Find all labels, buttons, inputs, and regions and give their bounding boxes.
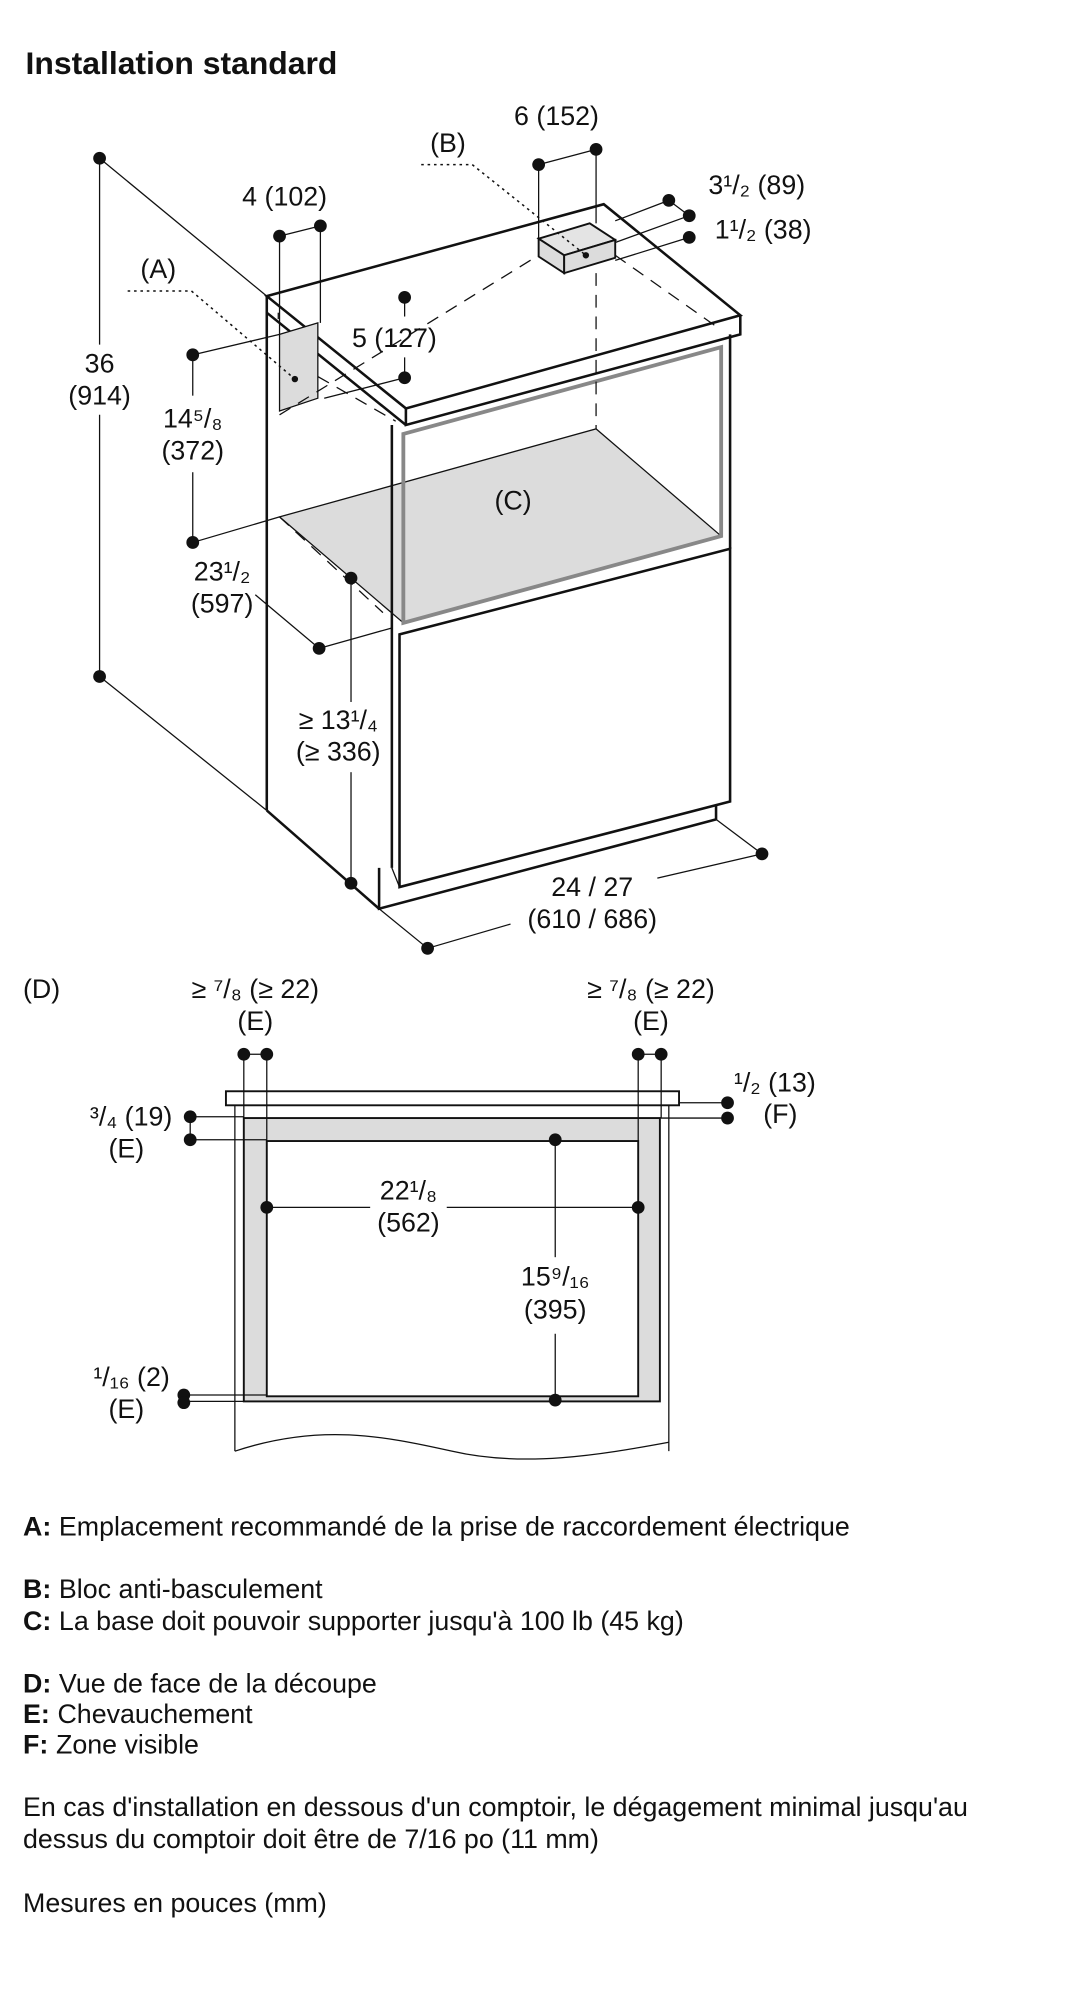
legend-key: D: bbox=[23, 1668, 51, 1698]
dim-a-width: 4 (102) bbox=[242, 181, 327, 211]
dim-depth: 23¹/₂ bbox=[194, 557, 251, 587]
dim-a-offset: 5 (127) bbox=[352, 323, 437, 353]
overlap-right-e: (E) bbox=[633, 1006, 669, 1036]
cutout-dimension-dots bbox=[177, 1047, 734, 1410]
anti-tip-block-b bbox=[536, 222, 618, 275]
drawer-front bbox=[398, 547, 732, 889]
bottom-overlap-e: (E) bbox=[109, 1394, 145, 1424]
dim-b-height: 1¹/₂ (38) bbox=[715, 215, 812, 245]
legend-text: Emplacement recommandé de la prise de ra… bbox=[59, 1511, 850, 1541]
overlap-left-e: (E) bbox=[237, 1006, 273, 1036]
legend-text: Vue de face de la découpe bbox=[59, 1668, 377, 1698]
bottom-overlap: ¹/₁₆ (2) bbox=[93, 1362, 169, 1392]
dim-b-depth: 3¹/₂ (89) bbox=[708, 170, 805, 200]
front-cutout-diagram: (D) ≥ ⁷/₈ (≥ 22) (E) ≥ ⁷/₈ (≥ 22) (E) ¹/… bbox=[23, 974, 816, 1460]
label-b: (B) bbox=[430, 128, 466, 158]
top-overlap: ³/₄ (19) bbox=[90, 1102, 172, 1132]
cutout-opening bbox=[265, 1140, 640, 1398]
legend: A: Emplacement recommandé de la prise de … bbox=[23, 1511, 968, 1918]
inner-height: 15⁹/₁₆ bbox=[521, 1261, 590, 1291]
legend-text: Bloc anti-basculement bbox=[59, 1574, 323, 1604]
visible-zone: ¹/₂ (13) bbox=[734, 1067, 816, 1097]
label-d: (D) bbox=[23, 974, 60, 1004]
legend-item-b: B: Bloc anti-basculement bbox=[23, 1574, 323, 1604]
top-overlap-e: (E) bbox=[109, 1134, 145, 1164]
oven-opening bbox=[401, 344, 724, 626]
dim-b-width: 6 (152) bbox=[514, 101, 599, 131]
countertop-note-line2: dessus du comptoir doit être de 7/16 po … bbox=[23, 1824, 599, 1854]
legend-key: B: bbox=[23, 1574, 51, 1604]
units-note: Mesures en pouces (mm) bbox=[23, 1888, 327, 1918]
dim-depth-mm: (597) bbox=[191, 589, 254, 619]
dim-a-height-mm: (372) bbox=[161, 435, 224, 465]
countertop-note-line1: En cas d'installation en dessous d'un co… bbox=[23, 1792, 968, 1822]
legend-key: C: bbox=[23, 1606, 51, 1636]
legend-text: La base doit pouvoir supporter jusqu'à 1… bbox=[59, 1606, 684, 1636]
dimension-dots bbox=[93, 142, 769, 955]
legend-item-f: F: Zone visible bbox=[23, 1730, 199, 1760]
dim-width: 24 / 27 bbox=[551, 872, 633, 902]
legend-item-a: A: Emplacement recommandé de la prise de … bbox=[23, 1511, 850, 1541]
dim-base: ≥ 13¹/₄ bbox=[299, 705, 378, 735]
label-c: (C) bbox=[495, 485, 532, 515]
page-title: Installation standard bbox=[26, 45, 338, 81]
countertop-top bbox=[264, 202, 744, 410]
inner-width-mm: (562) bbox=[377, 1208, 440, 1238]
label-a: (A) bbox=[140, 254, 176, 284]
dim-a-height: 14⁵/₈ bbox=[163, 404, 222, 434]
overlap-left: ≥ ⁷/₈ (≥ 22) bbox=[191, 974, 319, 1004]
legend-key: F: bbox=[23, 1730, 48, 1760]
overlap-right: ≥ ⁷/₈ (≥ 22) bbox=[587, 974, 715, 1004]
inner-height-mm: (395) bbox=[524, 1294, 587, 1324]
dim-height: 36 bbox=[85, 349, 115, 379]
isometric-cabinet-diagram: 36 (914) 4 (102) 6 (152) 3¹/₂ (89) 1¹/₂ … bbox=[68, 101, 812, 955]
legend-item-c: C: La base doit pouvoir supporter jusqu'à… bbox=[23, 1606, 684, 1636]
dim-base-mm: (≥ 336) bbox=[296, 737, 381, 767]
dim-width-mm: (610 / 686) bbox=[527, 904, 657, 934]
legend-key: E: bbox=[23, 1699, 50, 1729]
visible-zone-f: (F) bbox=[763, 1099, 797, 1129]
inner-width: 22¹/₈ bbox=[380, 1176, 437, 1206]
legend-text: Zone visible bbox=[56, 1730, 199, 1760]
legend-key: A: bbox=[23, 1511, 51, 1541]
dim-height-mm: (914) bbox=[68, 381, 131, 411]
legend-item-d: D: Vue de face de la découpe bbox=[23, 1668, 377, 1698]
legend-text: Chevauchement bbox=[57, 1699, 253, 1729]
legend-item-e: E:Chevauchement bbox=[23, 1699, 253, 1729]
outlet-area-a bbox=[278, 322, 319, 412]
